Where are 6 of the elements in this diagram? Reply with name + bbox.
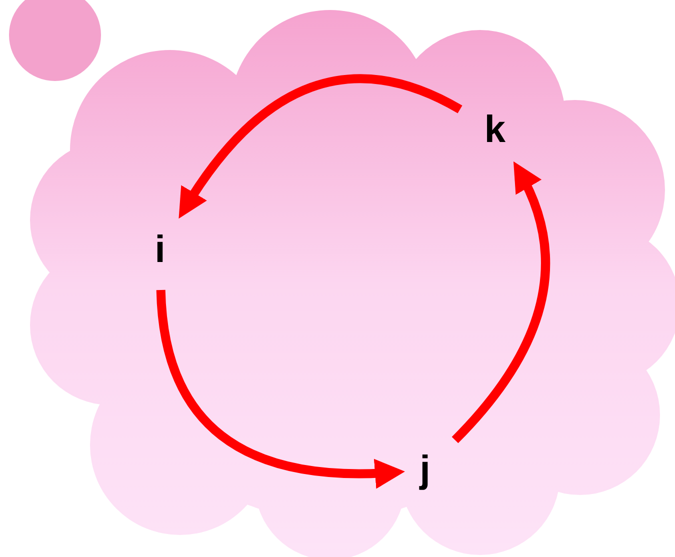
arrow [452,161,550,444]
arrow [178,74,462,218]
arrow [156,290,405,488]
node-label: k [483,108,507,152]
node-label: i [154,228,166,272]
node-label: j [418,448,432,492]
